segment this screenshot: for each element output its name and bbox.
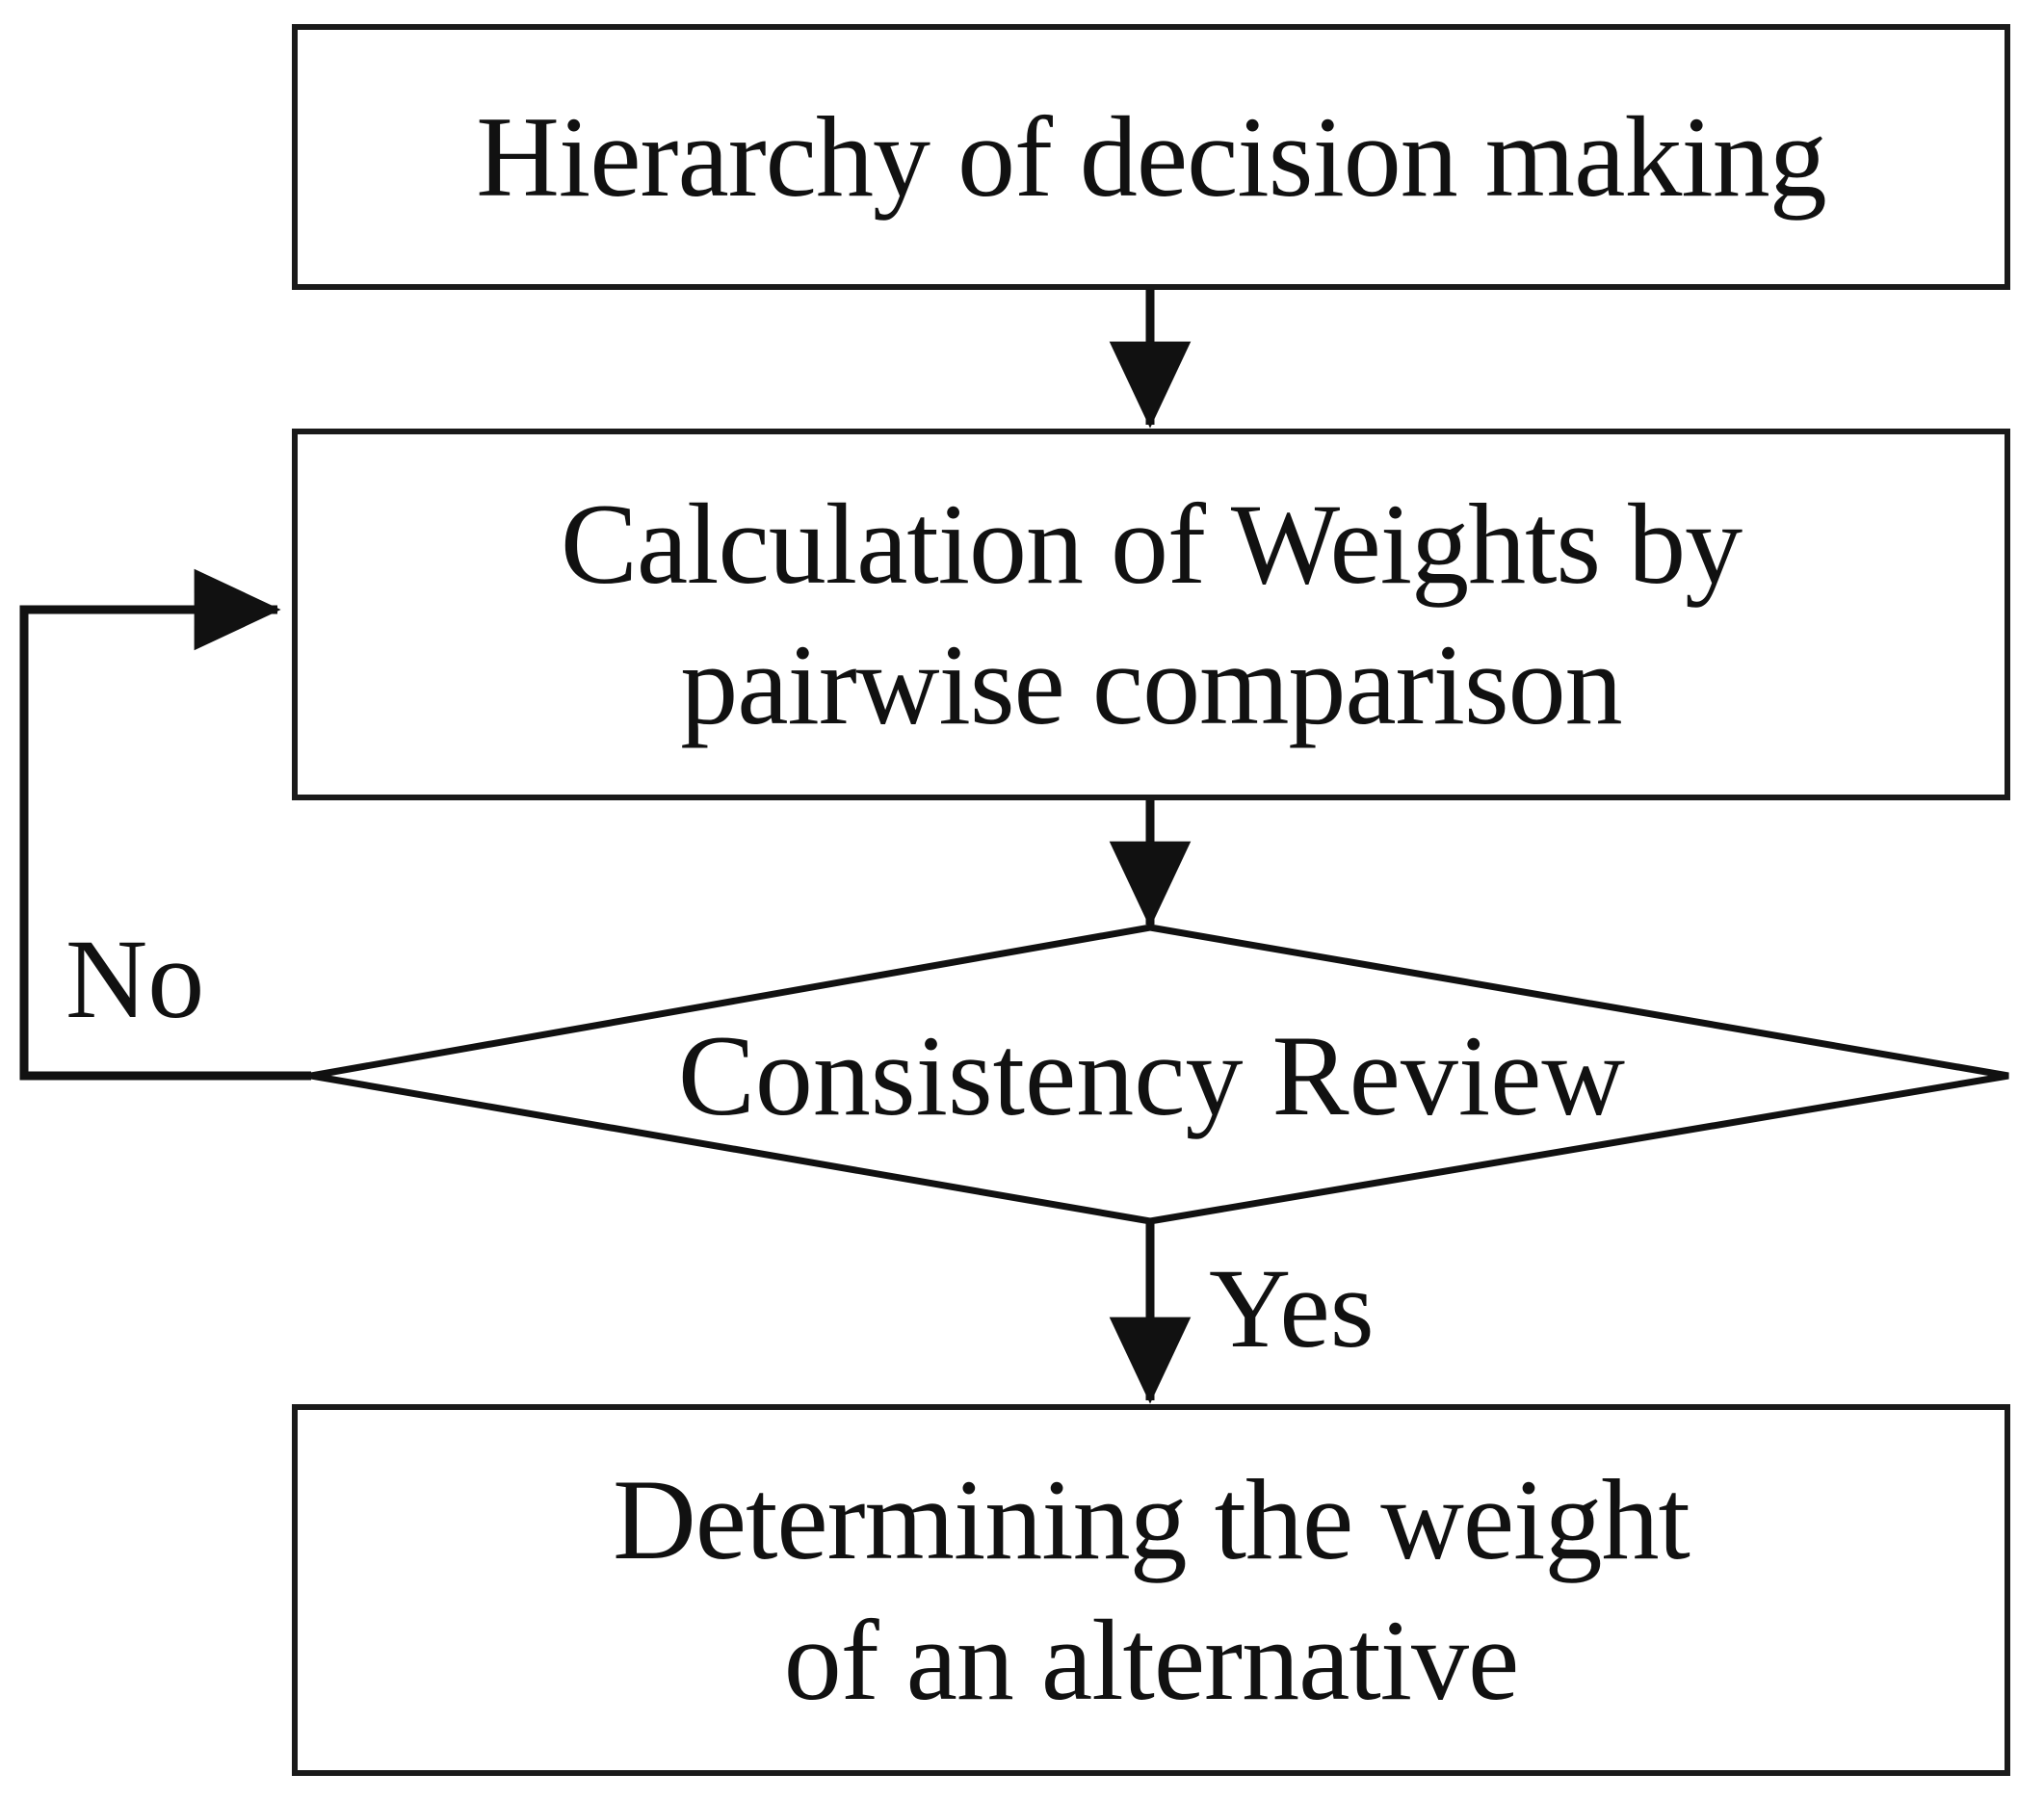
node-calculation-of-weights[interactable]: Calculation of Weights by pairwise compa… [292, 429, 2010, 800]
node-calculation-label: Calculation of Weights by pairwise compa… [560, 479, 1743, 748]
arrow-no-feedback-loop [19, 568, 311, 1081]
node-determining-the-weight[interactable]: Determining the weight of an alternative [292, 1404, 2010, 1776]
node-hierarchy-of-decision-making[interactable]: Hierarchy of decision making [292, 24, 2010, 290]
node-consistency-review-label: Consistency Review [677, 1011, 1626, 1139]
node-hierarchy-label: Hierarchy of decision making [476, 91, 1827, 221]
edge-label-yes: Yes [1209, 1245, 1375, 1371]
edge-label-no: No [66, 916, 205, 1042]
node-determining-label: Determining the weight of an alternative [613, 1454, 1690, 1724]
